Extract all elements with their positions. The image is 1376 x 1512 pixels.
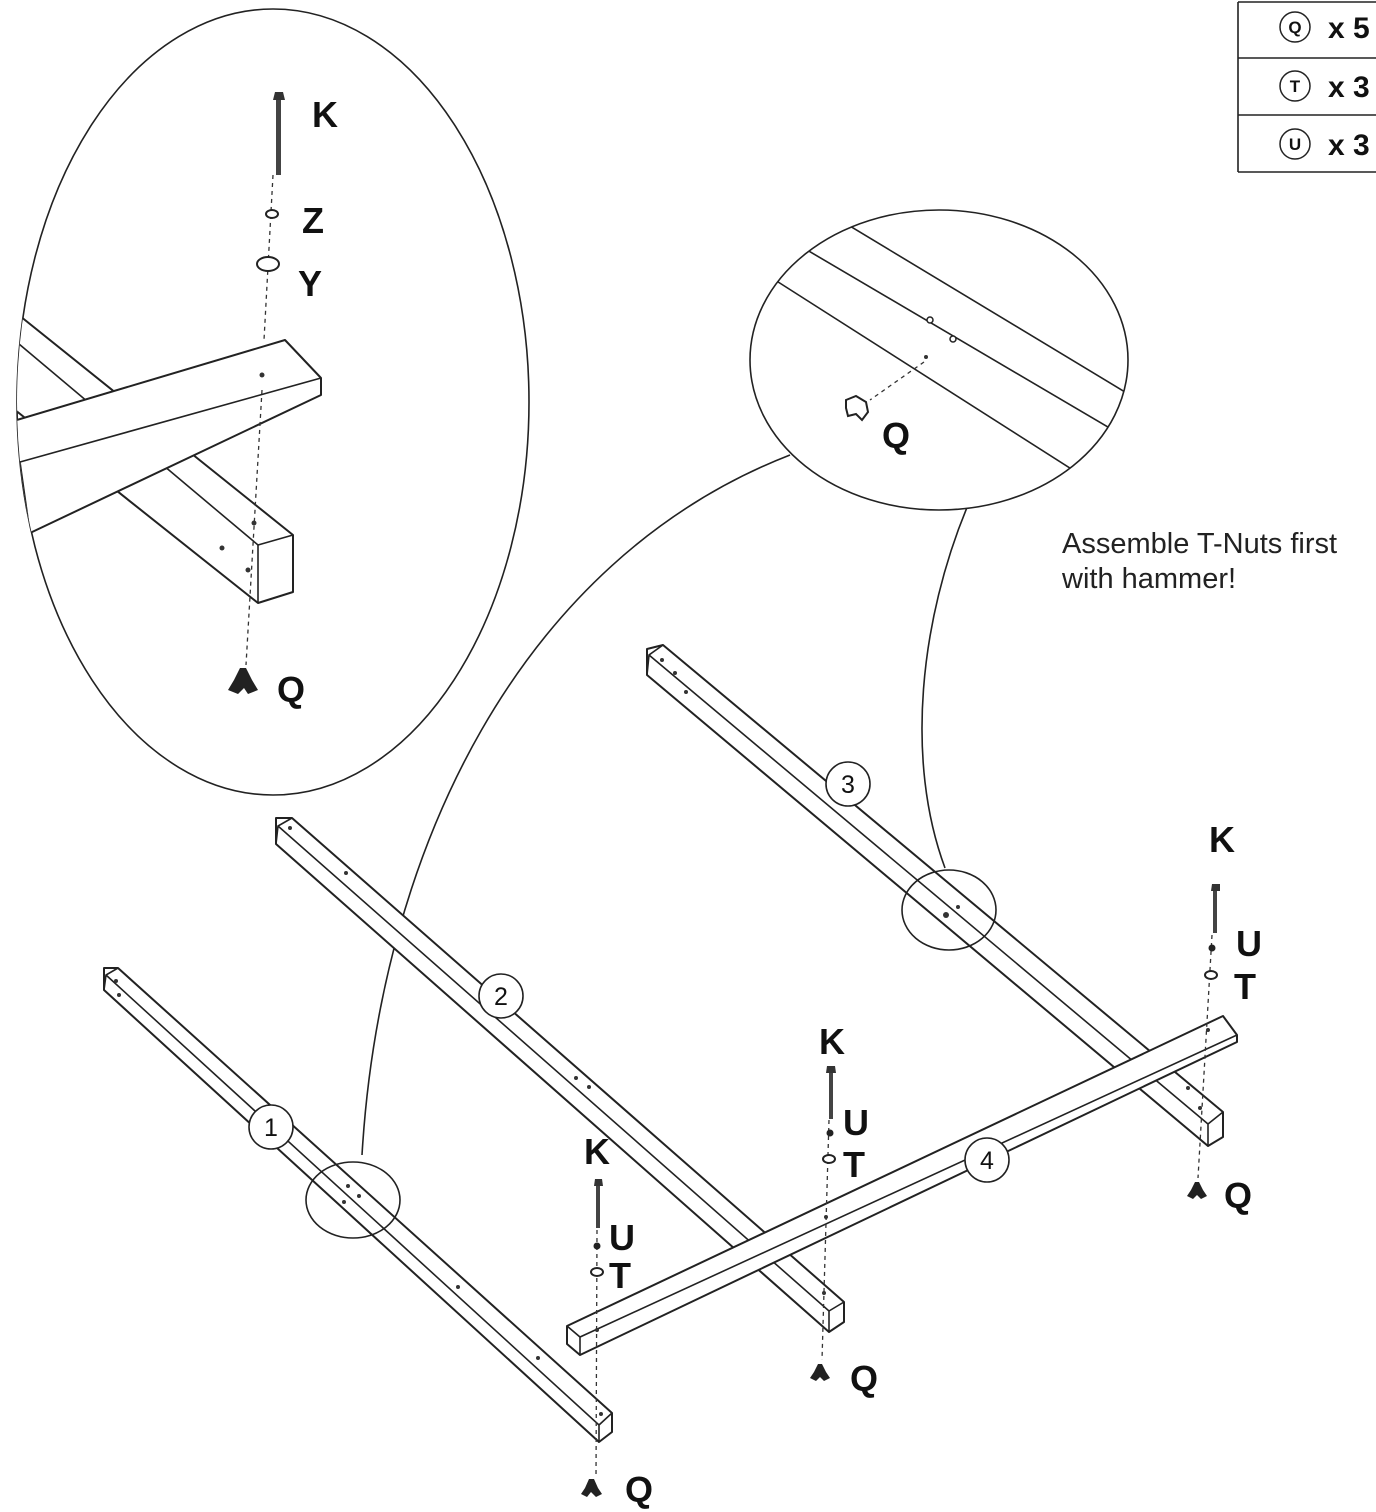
flat-washer-icon (256, 256, 280, 272)
label-t: T (843, 1144, 865, 1185)
detail-marker-left (305, 1161, 401, 1239)
part-qty: x 5 (1328, 12, 1370, 45)
beam-3 (646, 644, 1224, 1147)
part-letter: Q (1288, 18, 1301, 37)
bolt-icon (594, 1179, 603, 1228)
t-nut-icon (228, 668, 258, 694)
hardware-stack-1: K U T (584, 1131, 635, 1479)
label-k: K (312, 94, 338, 135)
label-u: U (843, 1102, 869, 1143)
label-q: Q (277, 669, 305, 710)
label-q: Q (882, 415, 910, 456)
svg-text:4: 4 (980, 1147, 994, 1175)
label-q: Q (1224, 1175, 1252, 1216)
part-circle-icon (1279, 128, 1311, 160)
note-line-1: Assemble T-Nuts first (1062, 528, 1337, 560)
beam-number-3: 3 (825, 761, 871, 807)
part-qty: x 3 (1328, 129, 1370, 162)
label-u: U (1236, 923, 1262, 964)
part-letter: T (1290, 77, 1301, 96)
bolt-icon (273, 92, 285, 175)
part-circle-icon (1279, 70, 1311, 102)
svg-text:2: 2 (494, 983, 508, 1011)
bolt-icon (1211, 884, 1220, 933)
svg-text:1: 1 (264, 1114, 278, 1142)
t-nut-icon (845, 394, 870, 422)
t-nut-icon (581, 1479, 602, 1497)
svg-text:3: 3 (841, 771, 855, 799)
washer-icon (590, 1267, 604, 1277)
washer-icon (1204, 970, 1218, 980)
label-q: Q (850, 1358, 878, 1399)
detail-marker-right (901, 869, 997, 951)
label-t: T (609, 1255, 631, 1296)
detail-left: K Z Y Q (16, 8, 530, 796)
label-y: Y (298, 263, 322, 304)
note-line-2: with hammer! (1061, 563, 1236, 595)
part-circle-icon (1279, 11, 1311, 43)
beam-number-4: 4 (964, 1137, 1010, 1183)
t-nut-icon (1187, 1182, 1207, 1199)
washer-icon (1208, 944, 1216, 952)
label-z: Z (302, 200, 324, 241)
beam-4 (566, 1015, 1238, 1356)
washer-icon (822, 1154, 836, 1164)
hardware-stack-2: K U T Q (810, 1021, 878, 1399)
washer-icon (826, 1129, 834, 1137)
table-row: Q x 5 (1279, 11, 1370, 45)
table-row: U x 3 (1279, 128, 1370, 162)
callout-line-left (361, 454, 791, 1156)
lock-washer-icon (265, 209, 279, 219)
bolt-icon (826, 1066, 836, 1119)
detail-right: Q (749, 209, 1129, 511)
beam-2 (275, 817, 845, 1333)
beam-number-2: 2 (478, 973, 524, 1019)
washer-icon (593, 1242, 601, 1250)
hardware-bottom: Q (581, 1469, 653, 1510)
hardware-stack-3: K U T Q (1187, 819, 1262, 1216)
label-k: K (1209, 819, 1235, 860)
t-nut-icon (810, 1364, 830, 1381)
part-qty: x 3 (1328, 71, 1370, 104)
label-u: U (609, 1217, 635, 1258)
table-row: T x 3 (1279, 70, 1370, 104)
label-t: T (1234, 966, 1256, 1007)
beam-number-1: 1 (248, 1104, 294, 1150)
label-k: K (819, 1021, 845, 1062)
callout-line-right (921, 504, 969, 869)
hardware-table: Q x 5 T x 3 U x 3 (1237, 1, 1376, 173)
label-k: K (584, 1131, 610, 1172)
label-q: Q (625, 1469, 653, 1510)
part-letter: U (1289, 135, 1301, 154)
